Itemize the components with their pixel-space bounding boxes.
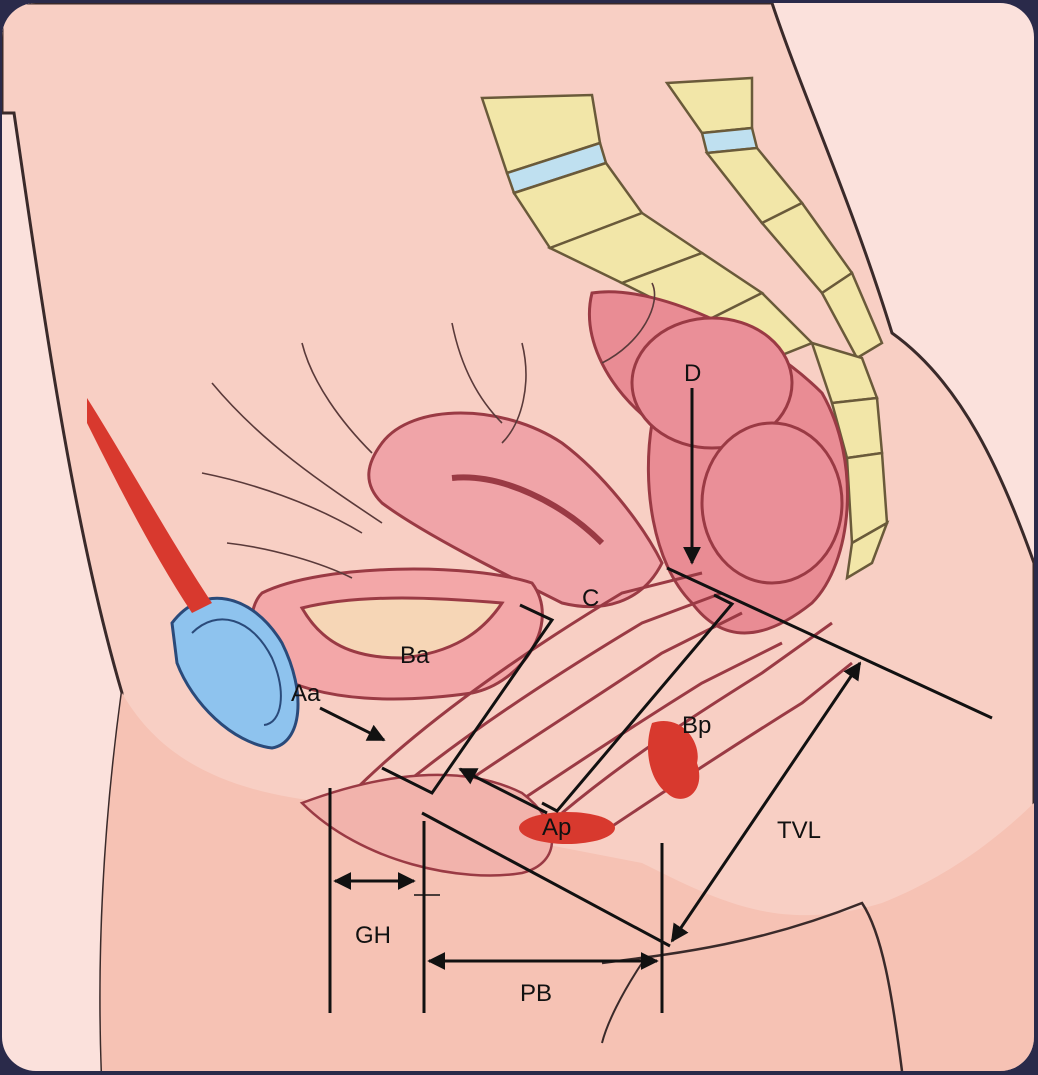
label-ba: Ba <box>400 642 430 669</box>
label-aa: Aa <box>291 680 321 707</box>
label-ap: Ap <box>542 814 571 841</box>
diagram-frame: D C Ba Aa Bp Ap TVL GH PB <box>2 3 1034 1071</box>
label-pb: PB <box>520 980 552 1007</box>
label-c: C <box>582 585 599 612</box>
label-tvl: TVL <box>777 817 821 844</box>
label-gh: GH <box>355 922 391 949</box>
label-bp: Bp <box>682 712 711 739</box>
label-d: D <box>684 360 701 387</box>
pelvic-anatomy-diagram: D C Ba Aa Bp Ap TVL GH PB <box>2 3 1034 1071</box>
